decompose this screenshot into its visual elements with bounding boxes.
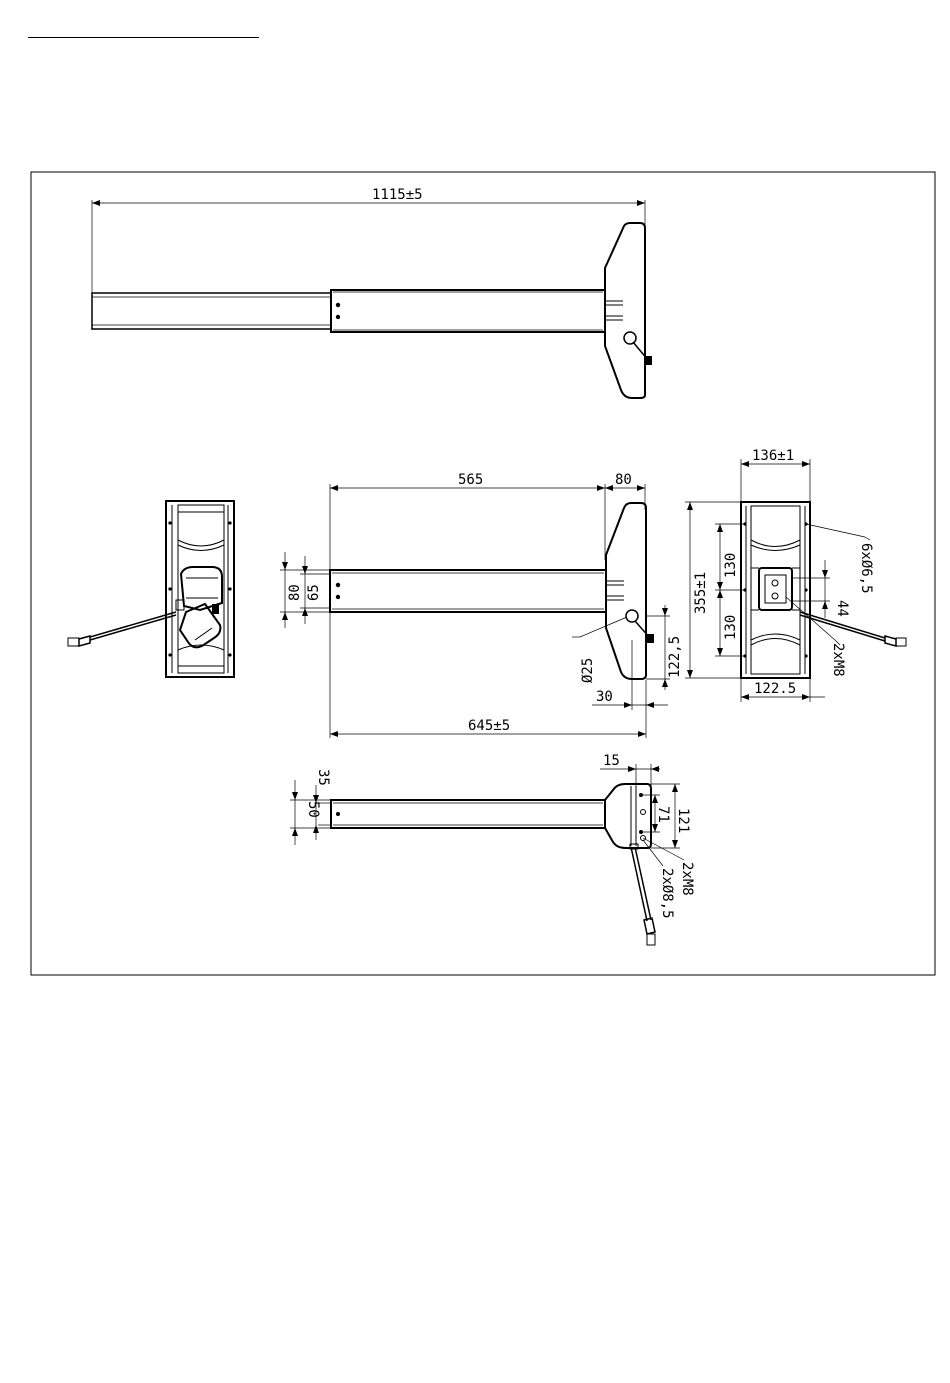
dim-tube-height-inner: 65: [306, 584, 322, 601]
dim-hole-spacing: 71: [655, 806, 671, 823]
dim-end-height: 355±1: [693, 572, 709, 614]
dim-flange-offset: 15: [603, 753, 620, 769]
side-view: 565 80 80 65 Ø25 122: [280, 472, 683, 738]
dim-head-offset: 30: [596, 689, 613, 705]
callout-bottom-thread: 2xM8: [679, 862, 695, 896]
dim-head-depth: 80: [615, 472, 632, 488]
dim-hole-spacing-upper: 130: [723, 553, 739, 578]
dim-tube-height-outer: 80: [287, 584, 303, 601]
top-view: 1115±5: [92, 187, 652, 398]
dim-tube-width-outer: 50: [305, 801, 321, 818]
dim-side-overall-length: 645±5: [468, 718, 510, 734]
dim-pad-offset: 122.5: [754, 681, 796, 697]
dim-flange-width: 121: [675, 808, 691, 833]
dim-tube-width-inner: 35: [315, 769, 331, 786]
callout-bottom-holes: 2xØ8,5: [659, 868, 675, 919]
head-end-view: 136±1 355±1: [685, 448, 906, 702]
dim-hole-spacing-lower: 130: [723, 615, 739, 640]
dim-overall-length: 1115±5: [372, 187, 423, 203]
motor-end-view: [68, 501, 234, 677]
dim-cable-hole: Ø25: [580, 658, 596, 683]
bottom-view: 50 35 15 121 71: [290, 753, 695, 945]
dim-tube-length: 565: [458, 472, 483, 488]
dim-end-width: 136±1: [752, 448, 794, 464]
dim-pad-size: 44: [834, 600, 850, 617]
callout-thread: 2xM8: [830, 643, 846, 677]
dim-head-height: 122,5: [667, 636, 683, 678]
callout-holes: 6xØ6,5: [858, 543, 874, 594]
